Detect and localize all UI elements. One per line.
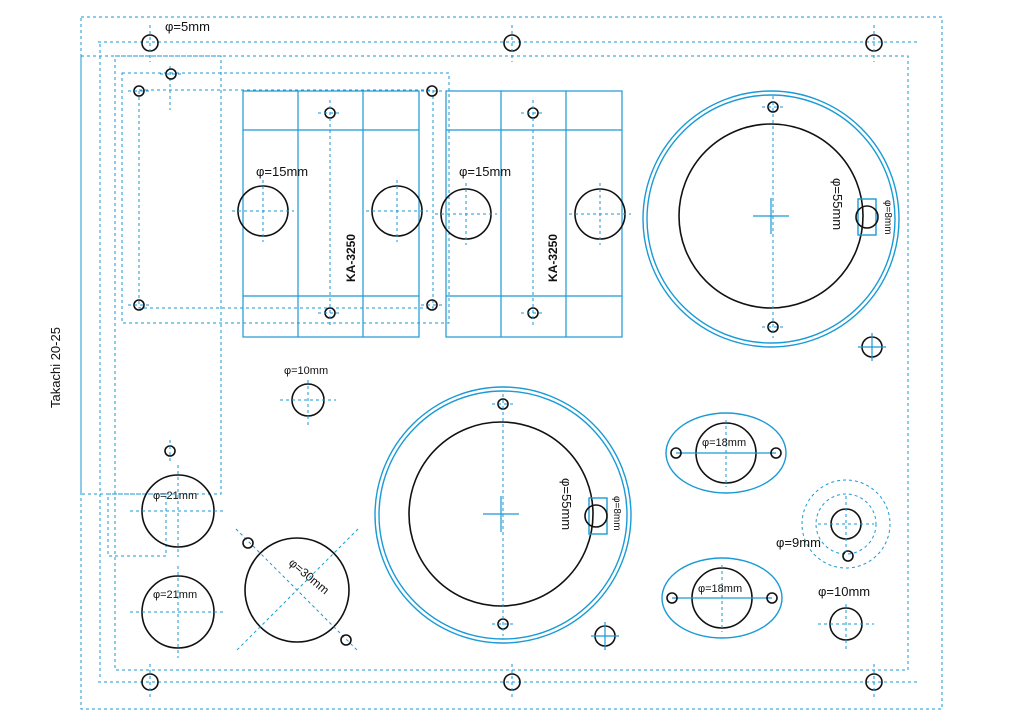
hole-9-label: φ=9mm <box>776 535 821 550</box>
hole-30-label: φ=30mm <box>286 556 332 598</box>
hole-8mm <box>855 205 879 229</box>
hole-18-label-1: φ=18mm <box>702 437 746 449</box>
hole-10-label-2: φ=10mm <box>818 584 870 599</box>
pot-label-1: φ=15mm <box>256 164 308 179</box>
hole-21-label-1: φ=21mm <box>153 490 197 502</box>
hole-10-label-1: φ=10mm <box>284 365 328 377</box>
speaker-top-right <box>642 90 900 348</box>
hole-8-label-2: φ=8mm <box>611 496 622 531</box>
maker-label: Takachi 20-25 <box>48 327 63 408</box>
hole-21mm-2 <box>130 566 226 658</box>
speaker-label-1: φ=55mm <box>830 178 845 230</box>
speaker-hole <box>408 421 594 607</box>
hole-8-label-1: φ=8mm <box>882 200 893 235</box>
speaker-hole <box>678 123 864 309</box>
pot-label-2: φ=15mm <box>459 164 511 179</box>
hole-8mm <box>584 504 608 528</box>
enclosure-outline-inner <box>114 55 909 671</box>
hole-10mm-1 <box>280 380 336 428</box>
pcb-mount-holes <box>128 68 443 462</box>
module-label-1: KA-3250 <box>344 234 358 282</box>
left-region-small <box>107 493 167 557</box>
pcb-outline-inner <box>138 89 434 309</box>
speaker-bottom-center <box>374 386 632 644</box>
module-label-2: KA-3250 <box>546 234 560 282</box>
hole-21mm-1 <box>130 465 226 557</box>
hole-9mm <box>801 479 891 569</box>
speaker-label-2: φ=55mm <box>559 478 574 530</box>
hole-10mm-2 <box>818 604 874 652</box>
ka3250-module-2 <box>435 90 631 338</box>
hole-18-label-2: φ=18mm <box>698 583 742 595</box>
jack-18mm-2 <box>661 557 783 639</box>
left-region <box>80 55 222 495</box>
jack-18mm-1 <box>665 412 787 494</box>
ka3250-module-1 <box>232 90 428 338</box>
mount-hole-group <box>141 25 883 700</box>
hole-30mm <box>235 528 359 652</box>
mount-hole-label: φ=5mm <box>165 19 210 34</box>
pcb-outline-outer <box>121 72 450 324</box>
hole-21-label-2: φ=21mm <box>153 589 197 601</box>
